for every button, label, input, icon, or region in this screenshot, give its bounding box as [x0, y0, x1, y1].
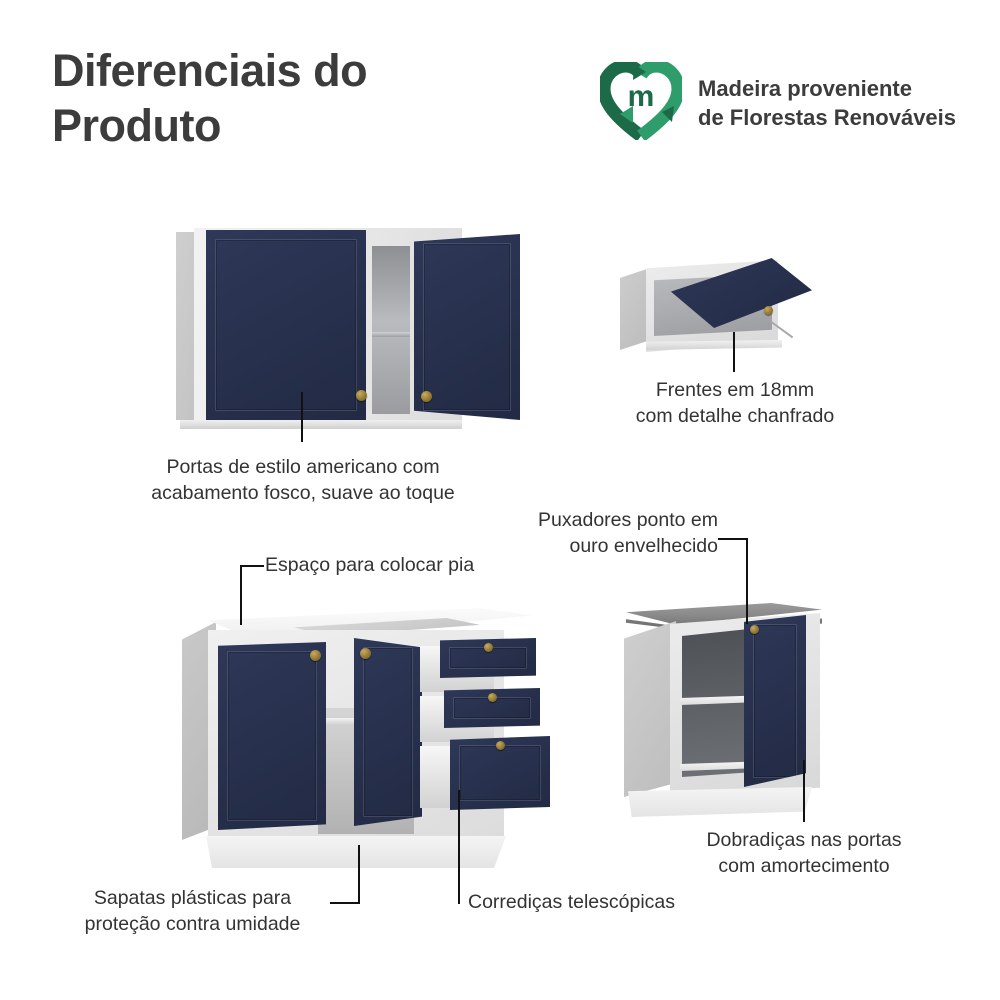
cabinet-door-left[interactable] — [206, 230, 366, 420]
sink-door-left[interactable] — [218, 642, 326, 830]
rightcab-plinth — [628, 787, 812, 817]
sink-door-right-open[interactable] — [354, 638, 422, 826]
flip-cabinet-bottom — [646, 340, 782, 350]
base-plinth — [206, 836, 506, 868]
caption-sapatas-plasticas: Sapatas plásticas para proteção contra u… — [84, 887, 301, 935]
leader-line-corredicas — [458, 790, 460, 904]
caption-corredicas: Corrediças telescópicas — [468, 891, 676, 913]
cabinet-interior-shelf — [372, 332, 410, 337]
rightcab-door-open[interactable] — [744, 615, 806, 787]
flip-up-door-knob[interactable] — [764, 306, 773, 315]
logo-monogram: m — [628, 80, 655, 113]
wall-cabinet-flip-up-illustration — [620, 258, 840, 368]
rightcab-left-side — [624, 621, 676, 797]
leader-line-portas-estilo-americano — [301, 392, 303, 442]
wall-cabinet-two-doors-illustration — [176, 228, 520, 429]
drawer-bottom-knob[interactable] — [496, 741, 505, 750]
flip-cabinet-left-side — [620, 268, 650, 350]
rightcab-shelf-upper — [680, 695, 770, 705]
drawer-mid-knob[interactable] — [488, 693, 497, 702]
leader-line-espaco-pia — [240, 565, 264, 625]
leader-line-frentes-18mm — [733, 332, 735, 372]
eco-badge: m Madeira proveniente de Florestas Renov… — [597, 59, 957, 145]
cabinet-door-right-open[interactable] — [414, 234, 520, 420]
sink-door-left-knob[interactable] — [310, 650, 321, 661]
leader-line-sapatas-plasticas — [330, 845, 360, 904]
door-knob-left[interactable] — [356, 390, 367, 401]
leader-line-dobradicas — [803, 760, 805, 822]
drawer-top-knob[interactable] — [484, 643, 493, 652]
caption-espaco-pia: Espaço para colocar pia — [265, 554, 475, 576]
recycle-heart-logo-icon: m — [597, 59, 685, 145]
rightcab-shelf-lower — [680, 761, 770, 771]
caption-puxadores: Puxadores ponto em ouro envelhecido — [538, 509, 718, 557]
eco-badge-label: Madeira proveniente de Florestas Renováv… — [698, 75, 957, 130]
caption-dobradicas: Dobradiças nas portas com amortecimento — [706, 829, 902, 877]
caption-frentes-18mm: Frentes em 18mm com detalhe chanfrado — [635, 379, 835, 427]
caption-portas-estilo-americano: Portas de estilo americano com acabament… — [151, 456, 455, 504]
leader-line-puxadores — [718, 538, 748, 624]
page-title: Diferenciais do Produto — [52, 45, 368, 151]
cabinet-bottom-rail — [180, 420, 462, 429]
rightcab-door-knob[interactable] — [750, 625, 759, 634]
door-knob-right[interactable] — [421, 391, 432, 402]
sink-base-cabinet-illustration — [182, 608, 550, 873]
base-cabinet-open-door-illustration — [618, 595, 838, 830]
cabinet-interior — [372, 246, 410, 414]
sink-door-right-knob[interactable] — [360, 648, 371, 659]
